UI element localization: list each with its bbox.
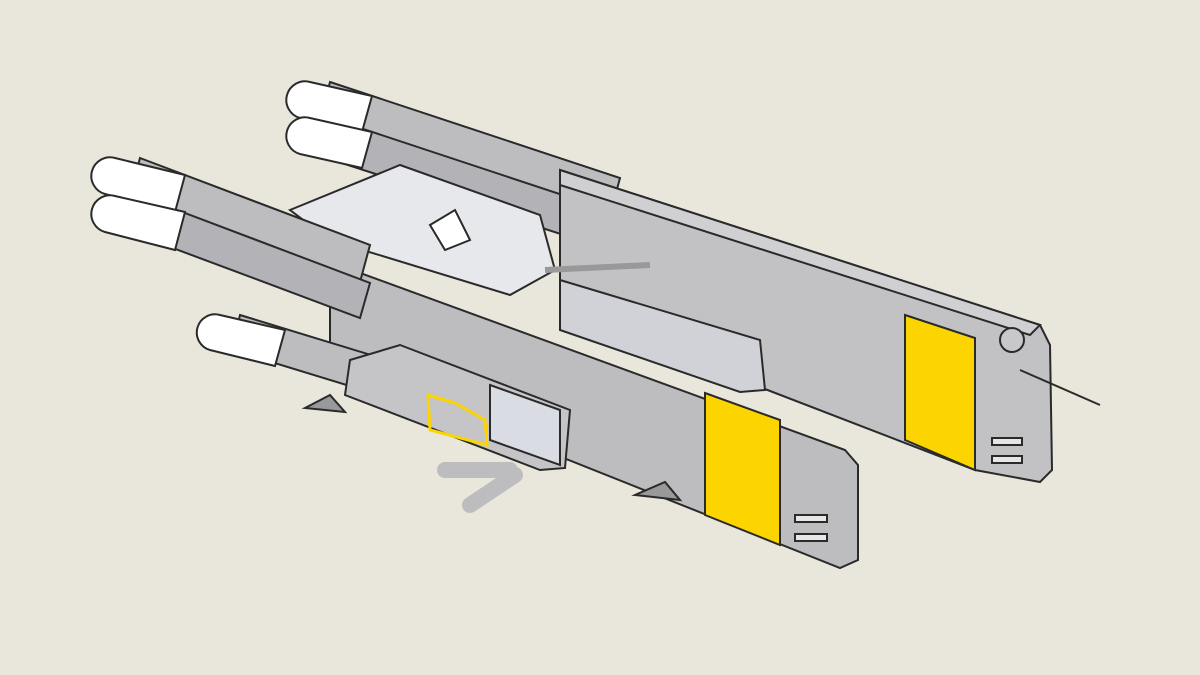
- vent: [794, 514, 828, 523]
- sensor-pod: [999, 327, 1025, 353]
- cockpit-window: [428, 208, 472, 252]
- front-panel: [489, 383, 561, 467]
- cockpit: [287, 163, 651, 297]
- upper-engine-pair: [285, 80, 622, 252]
- fin: [301, 393, 348, 414]
- strut: [544, 262, 651, 273]
- engine-cap: [195, 313, 287, 368]
- upper-hull: [559, 168, 1101, 484]
- vent: [991, 455, 1023, 464]
- fin: [631, 480, 683, 502]
- yellow-outline-hatch: [426, 392, 489, 447]
- front-module: [195, 313, 683, 513]
- engine-cap: [90, 194, 187, 252]
- antenna: [1019, 369, 1101, 406]
- vent: [991, 437, 1023, 446]
- yellow-band-lower: [704, 391, 781, 547]
- engine-cap: [90, 156, 187, 214]
- left-engine-pair: [90, 156, 372, 320]
- upper-hull-top: [559, 168, 1042, 337]
- landing-leg: [462, 467, 523, 513]
- yellow-band-upper: [904, 313, 976, 472]
- vent: [794, 533, 828, 542]
- side-module: [559, 278, 767, 394]
- engine-cap: [285, 116, 374, 170]
- lower-hull: [329, 260, 859, 570]
